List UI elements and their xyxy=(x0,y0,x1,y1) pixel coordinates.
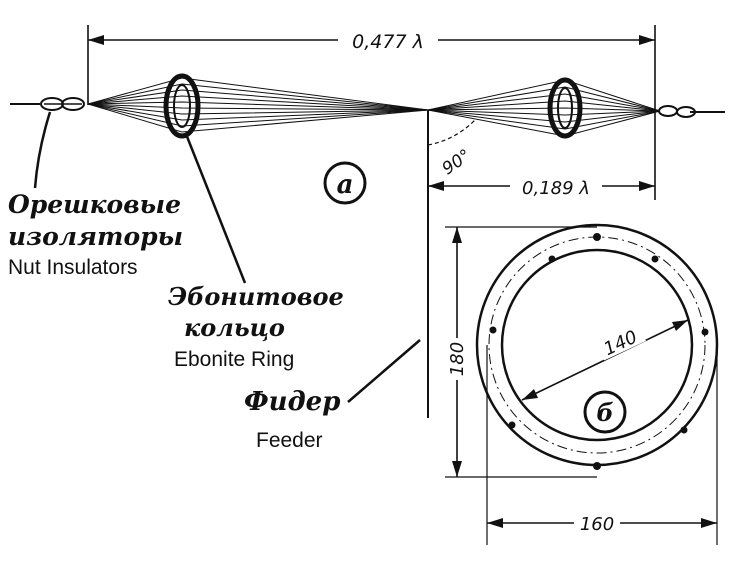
nut-insulators-label-ru-line1: Орешковые xyxy=(8,190,181,219)
height-label: 180 xyxy=(447,342,468,376)
dimension-height: 180 xyxy=(444,226,597,478)
antenna-cage-right xyxy=(427,79,661,137)
feeder-label-en: Feeder xyxy=(256,429,323,452)
feeder-label-ru: Фидер xyxy=(244,387,340,417)
nut-insulator-right xyxy=(658,105,696,118)
dimension-total-span: 0,477 λ xyxy=(87,25,656,200)
angle-marker: 90° xyxy=(427,119,476,180)
dimension-outer-width: 160 xyxy=(486,345,718,545)
leader-lines xyxy=(33,111,421,403)
outer-width-label: 160 xyxy=(580,514,614,535)
figure-label-a: а xyxy=(323,161,367,205)
ebonite-ring-label-ru-line1: Эбонитовое xyxy=(168,282,344,311)
antenna-cage-left xyxy=(87,77,429,133)
figure-label-b: б xyxy=(583,390,627,434)
ebonite-ring-label-en: Ebonite Ring xyxy=(174,348,294,371)
dimension-half-span: 0,189 λ xyxy=(428,174,655,199)
ebonite-ring-left xyxy=(163,73,201,139)
total-span-label: 0,477 λ xyxy=(352,31,424,53)
angle-label: 90° xyxy=(439,146,475,180)
nut-insulators-label-en: Nut Insulators xyxy=(8,256,138,279)
svg-text:б: б xyxy=(596,398,613,427)
half-span-label: 0,189 λ xyxy=(522,178,590,199)
nut-insulators-label-ru-line2: изоляторы xyxy=(8,222,183,251)
ebonite-ring-label-ru-line2: кольцо xyxy=(184,313,285,342)
ring-detail: 140 xyxy=(475,223,719,470)
svg-text:а: а xyxy=(337,170,354,200)
nut-insulator-left xyxy=(40,97,85,111)
ebonite-ring-right xyxy=(547,77,583,139)
